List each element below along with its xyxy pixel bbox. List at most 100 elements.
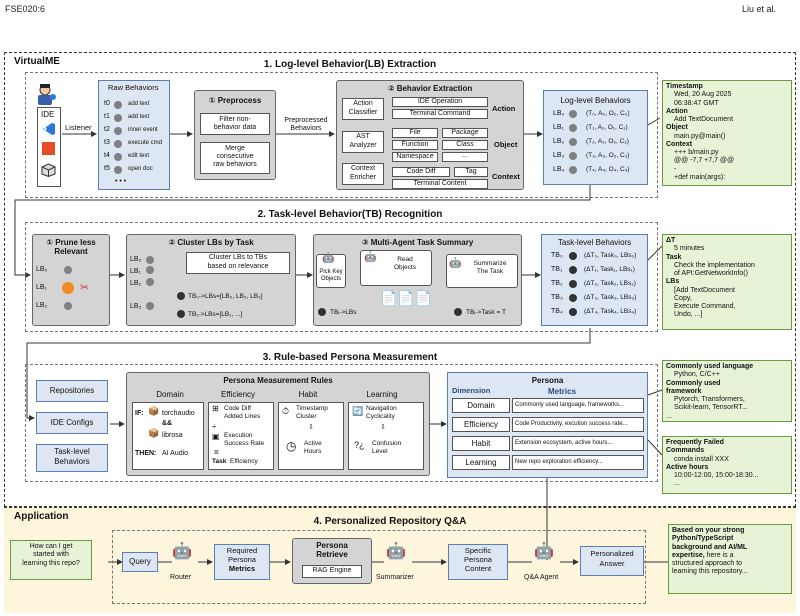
context-label: Context — [492, 172, 520, 181]
repositories-label: Repositories — [49, 386, 95, 395]
rules-title: Persona Measurement Rules — [223, 376, 333, 385]
code-diff-box — [392, 167, 450, 177]
note1-l9: +++ b/main.py — [674, 149, 719, 156]
persona-metric-box — [512, 398, 644, 413]
note3-l1: Commonly used language — [666, 363, 754, 370]
tb-dot — [569, 308, 577, 316]
persona-dim-header: Dimension — [452, 386, 491, 395]
ide-configs-label: IDE Configs — [50, 418, 94, 427]
cluster-lb3: LB₃ — [130, 303, 142, 310]
learn-level: Level — [372, 448, 388, 455]
habit-rule-box — [278, 402, 344, 470]
prune-title2: Relevant — [54, 247, 88, 256]
confusion-icon: ?¿ — [354, 440, 365, 450]
persona-metric-box — [512, 417, 644, 432]
clock-icon: ◷ — [286, 439, 297, 453]
note2-l3: Task — [666, 253, 682, 261]
tb-dot — [569, 266, 577, 274]
learning-rule-box — [348, 402, 424, 470]
learn-cyc: Cyclicality — [366, 413, 395, 420]
note4-l1: Frequently Failed — [666, 439, 724, 446]
class-box — [442, 140, 488, 150]
ide-label: IDE — [41, 110, 55, 119]
note3-l3: Commonly used — [666, 379, 721, 387]
raw-dot — [114, 166, 122, 174]
raw-time: t2 — [104, 126, 110, 133]
tag: Tag — [465, 168, 477, 175]
note4-l3: conda install XXX — [674, 455, 729, 463]
lb-panel — [543, 90, 648, 185]
required-metrics: Metrics — [228, 564, 256, 573]
sec2-title: 2. Task-level Behavior(TB) Recognition — [257, 209, 443, 220]
specific-l1: Specific — [464, 546, 492, 555]
extraction-title: ② Behavior Extraction — [387, 84, 473, 93]
raw-time: t0 — [104, 100, 110, 107]
sec3-frame — [25, 364, 658, 482]
multi-title: ③ Multi-Agent Task Summary — [361, 238, 474, 247]
note2-l9: Execute Command, — [674, 303, 736, 310]
note1-l4: Action — [666, 107, 688, 115]
dots: ... — [462, 152, 468, 159]
prune-title1: ① Prune less — [46, 238, 96, 247]
read-l1: Read — [397, 256, 413, 263]
cluster-dot3 — [146, 302, 154, 310]
eff-exec: Execution — [224, 432, 253, 439]
navigation-icon: 🔄 — [352, 406, 364, 416]
persona-metric: Extension ecosystem, active hours... — [515, 440, 613, 446]
lb-key: LB₄ — [553, 166, 565, 173]
persona-metric-box — [512, 455, 644, 470]
note3-l2: Python, C/C++ — [674, 371, 720, 379]
question-l1: How can I get — [29, 543, 73, 550]
class: Class — [456, 141, 474, 148]
tbt-label: TBᵢ->Task = T — [466, 309, 506, 316]
robot-icon-2: 🤖 — [364, 252, 377, 263]
cube-icon — [41, 163, 56, 178]
note1-l8: Context — [666, 140, 693, 148]
question-l3: learning this repo? — [22, 559, 80, 567]
if-label: IF: — [135, 410, 144, 417]
lb-key: LB₀ — [553, 110, 565, 117]
tb-value: (ΔT₄, Task₄, LBs₄) — [584, 308, 637, 315]
tbi-dot — [318, 308, 326, 316]
tbi-label: TBᵢ->LBs — [330, 309, 357, 316]
note2-l2: 5 minutes — [674, 245, 705, 253]
required-l1: Required — [226, 546, 258, 555]
lb-value: (T₀, A₀, O₀, C₀) — [586, 110, 630, 117]
namespace-box — [392, 152, 438, 162]
package-icon-1: 📦 — [148, 406, 160, 416]
note2-l5: of API:GetNetworkInfo() — [674, 270, 748, 277]
raw-dot — [114, 153, 122, 161]
rag-engine-label: RAG Engine — [312, 567, 352, 574]
note1-l11: - — [674, 165, 677, 173]
cluster-lb2: LB₂ — [130, 280, 142, 287]
term-content: Terminal Content — [413, 180, 467, 187]
persona-metric: Code Productivity, excution success rate… — [515, 421, 628, 427]
lb-value: (T₃, A₃, O₃, C₃) — [586, 152, 630, 159]
habit-hours: Hours — [304, 448, 322, 455]
rules-habit: Habit — [298, 390, 318, 399]
prune-lb0: LB₀ — [36, 266, 48, 273]
virtualme-title: VirtualME — [14, 56, 60, 67]
page-header-right: Liu et al. — [742, 4, 777, 14]
persona-title: Persona — [531, 376, 564, 385]
robot-icon-3: 🤖 — [449, 258, 462, 269]
tb1-dot — [177, 310, 185, 318]
action-classifier-l1: Action — [353, 100, 373, 107]
lb-dot — [569, 124, 577, 132]
context-l2: Enricher — [349, 174, 377, 181]
ai-audio: AI Audio — [162, 450, 189, 457]
note2-l4: Check the implementation — [674, 261, 755, 269]
ast-l1: AST — [356, 133, 370, 140]
raw-behaviors-panel — [98, 80, 170, 190]
sec2-frame — [25, 222, 658, 332]
qa-agent-robot-icon: 🤖 — [534, 543, 554, 560]
prune-dot2 — [64, 302, 72, 310]
note2-l6: LBs — [666, 278, 680, 286]
eff-code-diff: Code Diff — [224, 405, 251, 412]
tb-dot — [569, 294, 577, 302]
persona-dim-box — [452, 417, 510, 432]
answer-l6: learning this repository... — [672, 568, 748, 576]
arrow-down-icon-2: ⇩ — [380, 424, 386, 431]
tb-value: (ΔT₁, Task₁, LBs₁) — [584, 266, 635, 273]
raw-label: open doc — [128, 166, 153, 172]
